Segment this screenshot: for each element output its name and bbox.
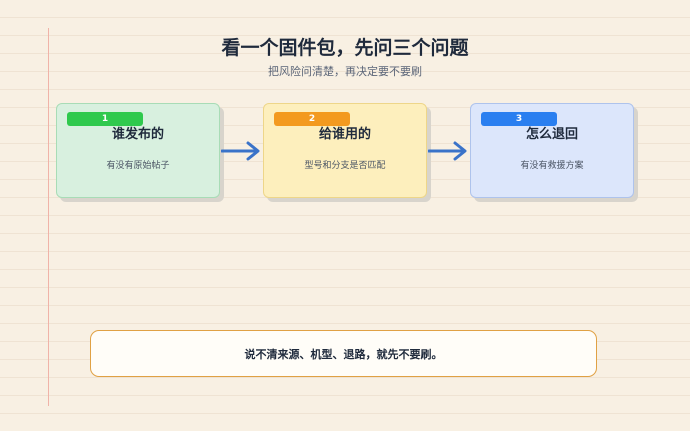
page-title: 看一个固件包，先问三个问题 (221, 37, 469, 59)
step-card-1: 1 谁发布的 有没有原始帖子 (56, 103, 220, 198)
notebook-margin-line (48, 28, 49, 406)
arrow-right-icon (428, 141, 467, 161)
step-number-badge: 2 (274, 112, 350, 126)
step-description: 型号和分支是否匹配 (304, 161, 386, 171)
arrow-right-icon (221, 141, 260, 161)
step-description: 有没有原始帖子 (106, 161, 170, 171)
step-number-badge: 3 (481, 112, 557, 126)
step-title: 怎么退回 (525, 127, 578, 142)
step-number-badge: 1 (67, 112, 143, 126)
step-card-2: 2 给谁用的 型号和分支是否匹配 (263, 103, 427, 198)
page-subtitle: 把风险问清楚，再决定要不要刷 (268, 65, 422, 78)
summary-callout: 说不清来源、机型、退路，就先不要刷。 (90, 330, 597, 377)
step-title: 谁发布的 (111, 127, 164, 142)
step-title: 给谁用的 (318, 127, 371, 142)
step-card-3: 3 怎么退回 有没有救援方案 (470, 103, 634, 198)
step-description: 有没有救援方案 (520, 161, 584, 171)
